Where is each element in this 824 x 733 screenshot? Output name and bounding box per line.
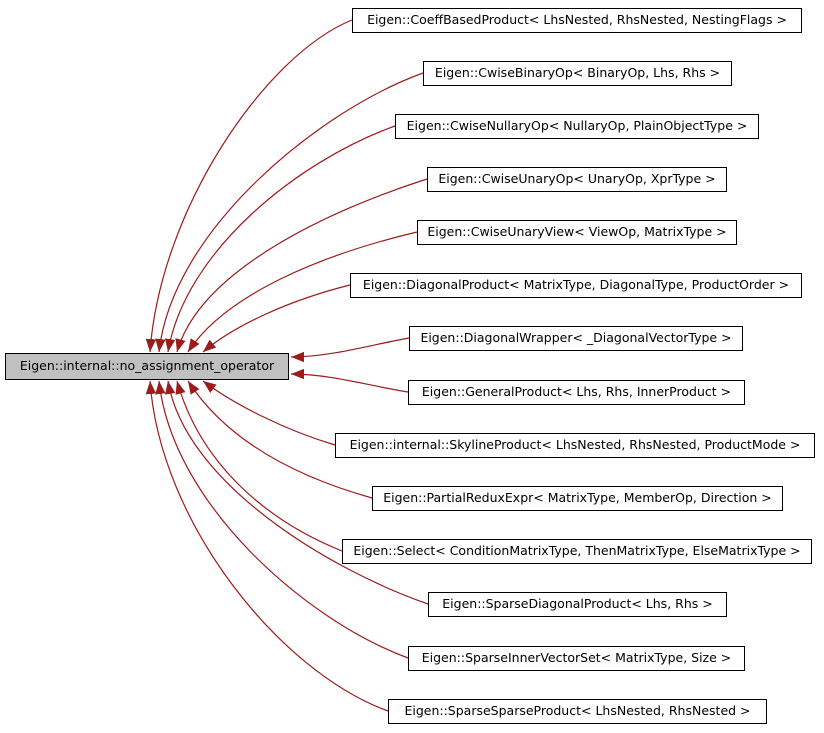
base-class-node: Eigen::internal::no_assignment_operator: [5, 353, 289, 380]
derived-class-node-select[interactable]: Eigen::Select< ConditionMatrixType, Then…: [342, 539, 812, 564]
derived-class-node-partial-redux-expr[interactable]: Eigen::PartialReduxExpr< MatrixType, Mem…: [372, 486, 783, 511]
derived-class-node-cwise-unary-op[interactable]: Eigen::CwiseUnaryOp< UnaryOp, XprType >: [427, 167, 727, 192]
derived-class-node-diagonal-wrapper[interactable]: Eigen::DiagonalWrapper< _DiagonalVectorT…: [409, 326, 743, 351]
inheritance-arrow-11: [165, 380, 429, 605]
inheritance-arrow-6: [290, 337, 410, 363]
inheritance-arrow-2: [165, 125, 396, 353]
derived-class-node-cwise-unary-view[interactable]: Eigen::CwiseUnaryView< ViewOp, MatrixTyp…: [417, 220, 737, 245]
inheritance-arrow-0: [145, 19, 353, 353]
inheritance-arrow-10: [175, 380, 343, 552]
inheritance-arrow-8: [202, 380, 336, 446]
derived-class-node-general-product[interactable]: Eigen::GeneralProduct< Lhs, Rhs, InnerPr…: [408, 380, 745, 405]
derived-class-node-coeff-based-product[interactable]: Eigen::CoeffBasedProduct< LhsNested, Rhs…: [352, 8, 802, 33]
inheritance-arrow-12: [155, 380, 409, 659]
derived-class-node-sparse-diagonal-product[interactable]: Eigen::SparseDiagonalProduct< Lhs, Rhs >: [428, 592, 727, 617]
derived-class-node-sparse-inner-vector-set[interactable]: Eigen::SparseInnerVectorSet< MatrixType,…: [408, 646, 745, 671]
inheritance-arrow-3: [175, 178, 428, 353]
derived-class-node-sparse-sparse-product[interactable]: Eigen::SparseSparseProduct< LhsNested, R…: [388, 699, 767, 724]
inheritance-arrow-9: [187, 380, 373, 499]
inheritance-arrow-7: [290, 368, 409, 393]
inheritance-arrow-1: [155, 72, 424, 353]
derived-class-node-cwise-binary-op[interactable]: Eigen::CwiseBinaryOp< BinaryOp, Lhs, Rhs…: [423, 61, 732, 86]
derived-class-node-skyline-product[interactable]: Eigen::internal::SkylineProduct< LhsNest…: [335, 433, 815, 458]
inheritance-arrow-4: [187, 231, 418, 353]
derived-class-node-cwise-nullary-op[interactable]: Eigen::CwiseNullaryOp< NullaryOp, PlainO…: [395, 114, 759, 139]
derived-class-node-diagonal-product[interactable]: Eigen::DiagonalProduct< MatrixType, Diag…: [350, 273, 802, 298]
inheritance-arrow-5: [202, 284, 351, 353]
inheritance-arrow-13: [145, 380, 389, 712]
